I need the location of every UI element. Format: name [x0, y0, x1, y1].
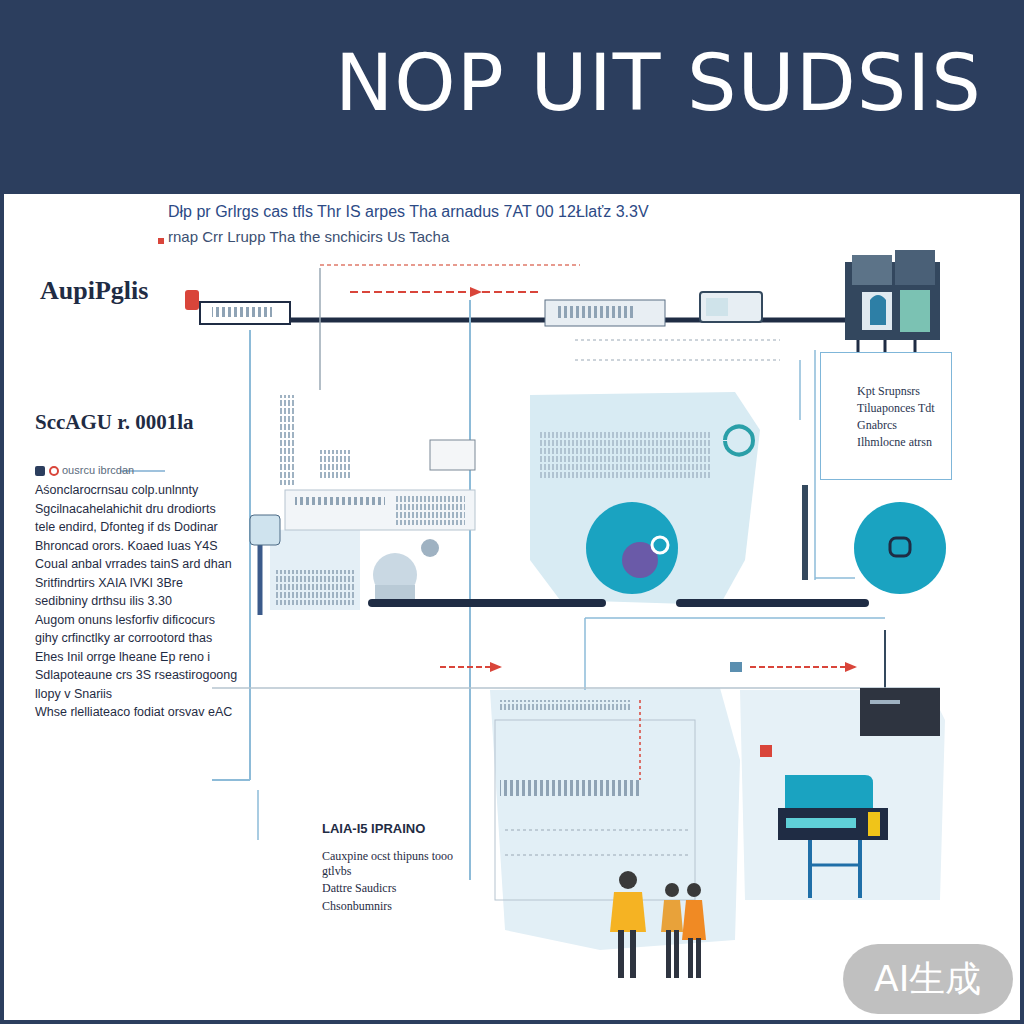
paragraph-line: gihy crfinctlky ar corrootord thas [35, 631, 212, 645]
note-line: Chsonbumnirs [322, 900, 392, 914]
paragraph-line: Whse rlelliateaco fodiat orsvav eAC [35, 705, 232, 719]
paragraph-line: sedibniny drthsu ilis 3.30 [35, 594, 172, 608]
paragraph-line: Bhroncad orors. Koaed Iuas Y4S [35, 539, 218, 553]
header-text: Dłp pr Grlrgs cas tfls Thr IS arpes Tha … [168, 203, 649, 221]
text-box: Kpt Srupnsrs Tiluaponces Tdt Gnabrcs Ilh… [820, 352, 952, 480]
box-text: Kpt Srupnsrs Tiluaponces Tdt Gnabrcs Ilh… [857, 383, 943, 451]
section-heading: AupiPglis [40, 276, 148, 306]
paragraph-line: Ehes Inil orrge lheane Ep reno i [35, 650, 210, 664]
paragraph-line: tele endird, Dfonteg if ds Dodinar [35, 520, 218, 534]
note-line: Cauxpine ocst thipuns tooo [322, 850, 453, 864]
section-heading: LAIA-I5 IPRAINO [322, 822, 425, 837]
paragraph-line: Coual anbal vrrades tainS ard dhan [35, 557, 232, 571]
paragraph-line: ousrcu ibrcdan [62, 464, 134, 477]
diagram-title: NOP UIT SUDSIS [335, 38, 982, 128]
note-line: Dattre Saudicrs [322, 882, 396, 896]
paragraph-line: Sdlapoteaune crs 3S rseastirogoong [35, 668, 237, 682]
paragraph-line: llopy v Snariis [35, 687, 112, 701]
paragraph-line: Sritfindrtirs XAIA IVKI 3Bre [35, 576, 183, 590]
paragraph-line: Augom onuns lesforfiv dificocurs [35, 613, 215, 627]
section-heading: SccAGU r. 0001la [35, 410, 193, 434]
watermark: AI生成 [874, 958, 981, 999]
note-line: gtlvbs [322, 865, 351, 879]
header-text: rnap Crr Lrupp Tha the snchicirs Us Tach… [168, 228, 449, 245]
paragraph-line: Sgcilnacahelahichit dru drodiorts [35, 502, 216, 516]
paragraph-line: Aśonclarocrnsau colp.unlnnty [35, 483, 198, 497]
